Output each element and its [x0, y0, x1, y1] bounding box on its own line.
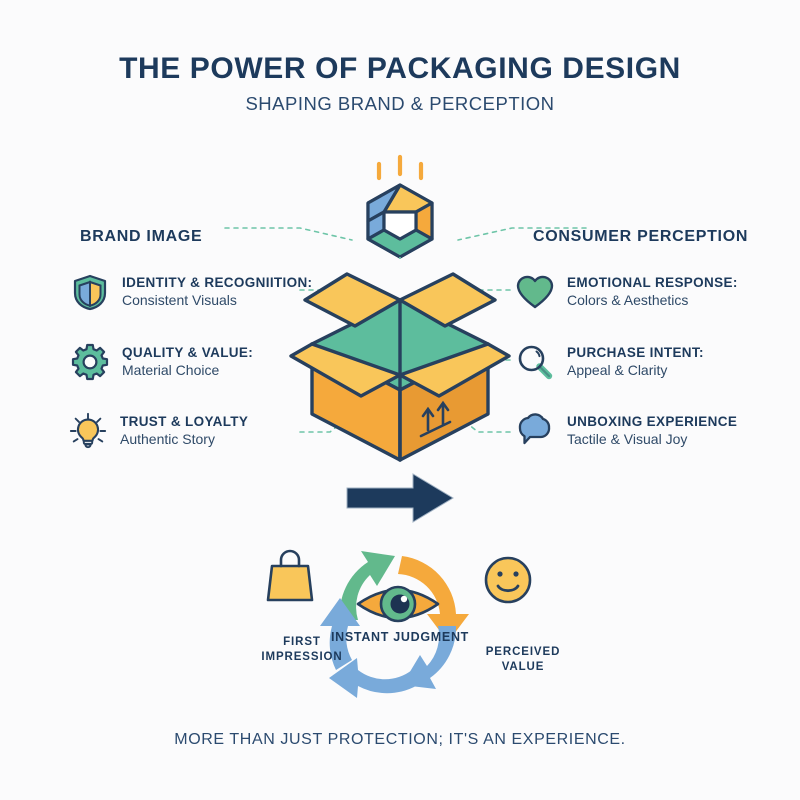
feature-purchase-intent[interactable]: PURCHASE INTENT: Appeal & Clarity: [515, 342, 704, 382]
gear-icon: [70, 342, 110, 382]
feature-quality-value[interactable]: QUALITY & VALUE: Material Choice: [70, 342, 253, 382]
magnifier-icon: [515, 342, 555, 382]
feature-subtitle: Consistent Visuals: [122, 292, 237, 309]
cycle-label-perceived-value: PERCEIVED VALUE: [485, 646, 561, 674]
feature-title: UNBOXING EXPERIENCE: [567, 413, 738, 429]
eye-icon: [356, 585, 440, 623]
perception-cycle-diagram: [266, 549, 532, 698]
feature-text: QUALITY & VALUE: Material Choice: [122, 344, 253, 380]
cycle-arrow-orange: [398, 556, 469, 642]
feature-text: TRUST & LOYALTY Authentic Story: [120, 413, 248, 449]
feature-title: QUALITY & VALUE:: [122, 344, 254, 360]
smiley-face-icon: [484, 556, 532, 604]
cycle-arrow-blue-right: [402, 626, 457, 689]
feature-title: IDENTITY & RECOGNIITION:: [122, 274, 313, 290]
feature-subtitle: Colors & Aesthetics: [567, 292, 689, 309]
feature-text: IDENTITY & RECOGNIITION: Consistent Visu…: [122, 274, 312, 310]
page-title: THE POWER OF PACKAGING DESIGN: [119, 52, 681, 85]
open-cardboard-box-icon: [289, 272, 511, 462]
page-subtitle: SHAPING BRAND & PERCEPTION: [245, 93, 555, 114]
hexagon-cube-logo-icon: [366, 154, 434, 260]
feature-text: UNBOXING EXPERIENCE Tactile & Visual Joy: [567, 413, 737, 449]
feature-unboxing-experience[interactable]: UNBOXING EXPERIENCE Tactile & Visual Joy: [515, 411, 737, 451]
column-heading-brand-image: BRAND IMAGE: [80, 228, 203, 245]
feature-subtitle: Material Choice: [122, 362, 220, 379]
speech-bubble-icon: [515, 411, 555, 451]
feature-subtitle: Tactile & Visual Joy: [567, 431, 688, 448]
cycle-arrow-blue-bottom: [329, 658, 416, 698]
feature-identity-recognition[interactable]: IDENTITY & RECOGNIITION: Consistent Visu…: [70, 272, 312, 312]
feature-text: EMOTIONAL RESPONSE: Colors & Aesthetics: [567, 274, 738, 310]
feature-emotional-response[interactable]: EMOTIONAL RESPONSE: Colors & Aesthetics: [515, 272, 738, 312]
right-arrow-icon: [346, 473, 454, 523]
heart-icon: [515, 272, 555, 312]
feature-title: EMOTIONAL RESPONSE:: [567, 274, 738, 290]
shield-icon: [70, 272, 110, 312]
feature-text: PURCHASE INTENT: Appeal & Clarity: [567, 344, 704, 380]
feature-title: TRUST & LOYALTY: [120, 413, 249, 429]
shopping-bag-icon: [266, 549, 314, 602]
feature-subtitle: Appeal & Clarity: [567, 362, 668, 379]
feature-subtitle: Authentic Story: [120, 431, 215, 448]
footer-tagline: MORE THAN JUST PROTECTION; IT'S AN EXPER…: [174, 731, 626, 748]
cycle-label-instant-judgment: INSTANT JUDGMENT: [330, 630, 470, 644]
cycle-arrow-green: [339, 551, 395, 620]
column-heading-consumer-perception: CONSUMER PERCEPTION: [533, 228, 749, 245]
cycle-arrow-blue-left: [320, 598, 360, 670]
lightbulb-icon: [68, 411, 108, 451]
feature-title: PURCHASE INTENT:: [567, 344, 704, 360]
feature-trust-loyalty[interactable]: TRUST & LOYALTY Authentic Story: [68, 411, 248, 451]
header: THE POWER OF PACKAGING DESIGN SHAPING BR…: [0, 52, 800, 114]
cycle-label-first-impression: FIRST IMPRESSION: [261, 636, 343, 664]
